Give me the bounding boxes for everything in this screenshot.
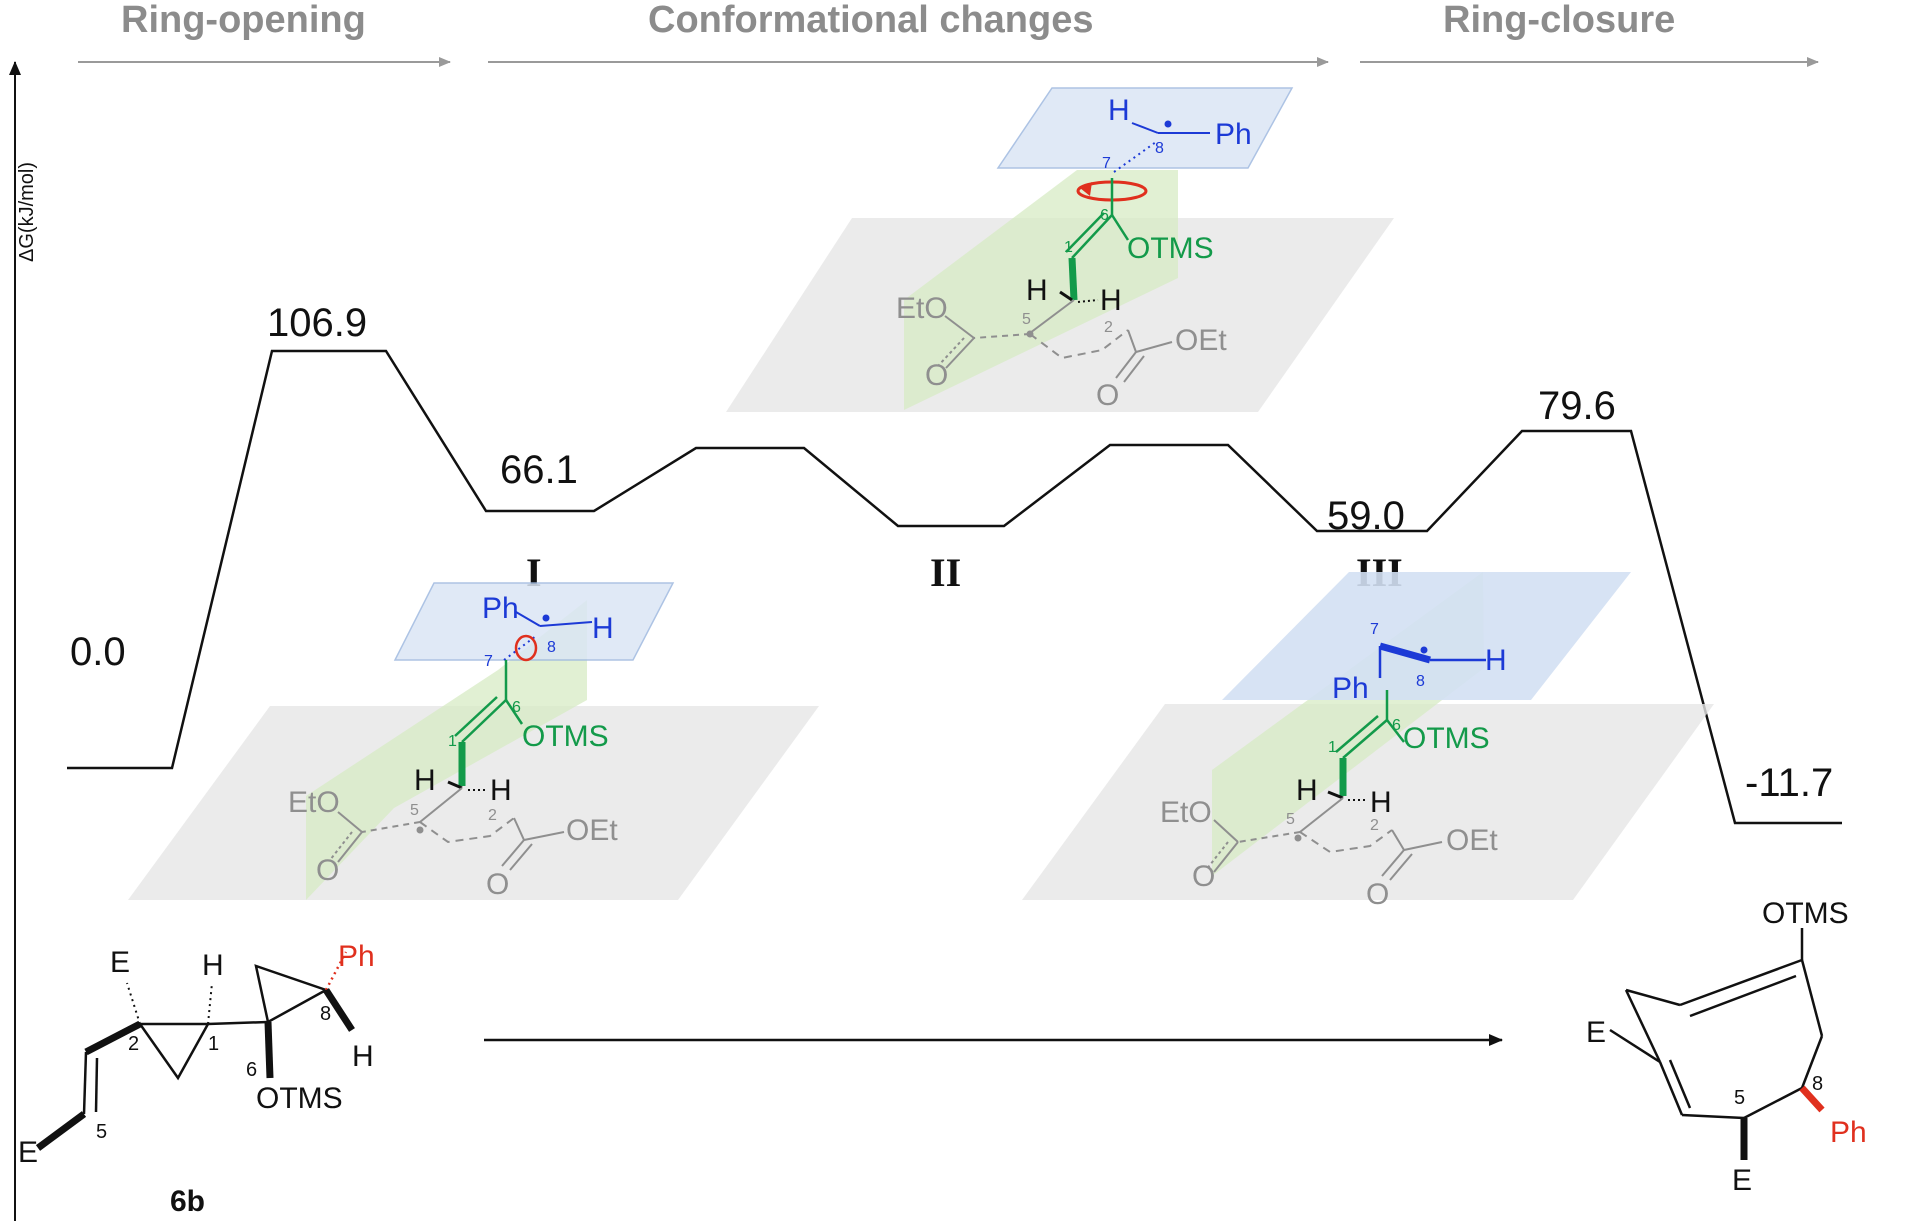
- svg-text:H: H: [1100, 284, 1122, 317]
- svg-text:H: H: [1370, 786, 1392, 819]
- svg-text:8: 8: [1812, 1073, 1823, 1095]
- svg-text:EtO: EtO: [1160, 796, 1212, 829]
- svg-text:OEt: OEt: [1446, 824, 1498, 857]
- structure-I: Ph H 8 7 OTMS 6 1 H H 5 EtO O 2 O: [128, 582, 819, 901]
- plane-green: [306, 600, 587, 900]
- svg-text:5: 5: [410, 802, 419, 819]
- svg-text:H: H: [1296, 774, 1318, 807]
- svg-text:H: H: [490, 774, 512, 807]
- intermediate-label-II: II: [930, 550, 961, 595]
- plane-green: [904, 170, 1178, 410]
- svg-text:O: O: [316, 854, 339, 887]
- energy-label-start: 0.0: [70, 630, 126, 674]
- stage-conformational: Conformational changes: [648, 0, 1094, 41]
- svg-text:5: 5: [1286, 811, 1295, 828]
- svg-text:1: 1: [1328, 739, 1337, 756]
- svg-text:7: 7: [1102, 155, 1111, 172]
- svg-text:OEt: OEt: [1175, 324, 1227, 357]
- energy-label-ts1: 106.9: [267, 301, 367, 345]
- plane-grey: [128, 706, 819, 900]
- compound-label: 6b: [170, 1185, 205, 1218]
- svg-text:H: H: [1108, 94, 1130, 127]
- svg-text:6: 6: [512, 699, 521, 716]
- svg-text:Ph: Ph: [1215, 118, 1252, 151]
- svg-text:O: O: [1096, 379, 1119, 412]
- svg-text:8: 8: [320, 1003, 331, 1025]
- energy-label-int1: 66.1: [500, 448, 578, 492]
- structure-II: H Ph 8 7 OTMS 6 1 H H 5 EtO O 2 OEt: [726, 87, 1394, 412]
- svg-text:E: E: [18, 1136, 38, 1169]
- svg-text:Ph: Ph: [1332, 672, 1369, 705]
- svg-text:6: 6: [1100, 207, 1109, 224]
- svg-text:H: H: [592, 612, 614, 645]
- svg-text:EtO: EtO: [896, 292, 948, 325]
- svg-text:O: O: [1192, 860, 1215, 893]
- svg-text:EtO: EtO: [288, 786, 340, 819]
- svg-text:E: E: [110, 946, 130, 979]
- svg-text:OTMS: OTMS: [522, 720, 609, 753]
- svg-text:H: H: [202, 949, 224, 982]
- y-axis-label: ΔG(kJ/mol): [16, 162, 38, 262]
- svg-text:Ph: Ph: [482, 592, 519, 625]
- svg-text:6: 6: [246, 1059, 257, 1081]
- svg-text:O: O: [925, 359, 948, 392]
- compound-product: OTMS E 5 E 8 Ph: [1586, 897, 1867, 1197]
- svg-text:1: 1: [448, 733, 457, 750]
- svg-text:7: 7: [1370, 621, 1379, 638]
- structure-III: Ph H 7 8 OTMS 6 1 H H 5 EtO O 2 OEt O: [1022, 572, 1714, 911]
- svg-text:Ph: Ph: [1830, 1116, 1867, 1149]
- svg-text:OEt: OEt: [566, 814, 618, 847]
- svg-text:O: O: [486, 868, 509, 901]
- svg-text:2: 2: [128, 1033, 139, 1055]
- energy-label-ts-close: 79.6: [1538, 384, 1616, 428]
- plane-grey: [1022, 704, 1714, 900]
- svg-text:OTMS: OTMS: [1762, 897, 1849, 930]
- svg-text:H: H: [1026, 274, 1048, 307]
- rotation-arrow-icon: [514, 634, 538, 662]
- svg-text:5: 5: [1734, 1087, 1745, 1109]
- svg-text:8: 8: [1155, 140, 1164, 157]
- svg-text:E: E: [1732, 1164, 1752, 1197]
- svg-text:7: 7: [484, 653, 493, 670]
- energy-profile: [67, 349, 1842, 825]
- stage-ring-closure: Ring-closure: [1443, 0, 1675, 41]
- svg-text:2: 2: [1370, 817, 1379, 834]
- energy-label-product: -11.7: [1745, 761, 1833, 805]
- svg-text:1: 1: [208, 1033, 219, 1055]
- svg-text:H: H: [414, 764, 436, 797]
- svg-text:E: E: [1586, 1016, 1606, 1049]
- svg-text:8: 8: [547, 639, 556, 656]
- svg-text:H: H: [1485, 644, 1507, 677]
- plane-blue: [1222, 572, 1631, 700]
- svg-text:O: O: [1366, 878, 1389, 911]
- svg-text:H: H: [352, 1040, 374, 1073]
- svg-text:OTMS: OTMS: [1403, 722, 1490, 755]
- svg-text:2: 2: [488, 807, 497, 824]
- svg-text:8: 8: [1416, 673, 1425, 690]
- svg-text:OTMS: OTMS: [256, 1082, 343, 1115]
- energy-label-int3: 59.0: [1327, 494, 1405, 538]
- svg-text:2: 2: [1104, 319, 1113, 336]
- svg-text:5: 5: [96, 1121, 107, 1143]
- svg-text:Ph: Ph: [338, 940, 375, 973]
- svg-text:5: 5: [1022, 311, 1031, 328]
- svg-text:OTMS: OTMS: [1127, 232, 1214, 265]
- svg-text:6: 6: [1392, 717, 1401, 734]
- compound-6b: E 5 2 E 1 H 6 OTMS Ph 8 H 6b: [18, 940, 375, 1218]
- stage-ring-opening: Ring-opening: [121, 0, 366, 41]
- svg-text:1: 1: [1064, 239, 1073, 256]
